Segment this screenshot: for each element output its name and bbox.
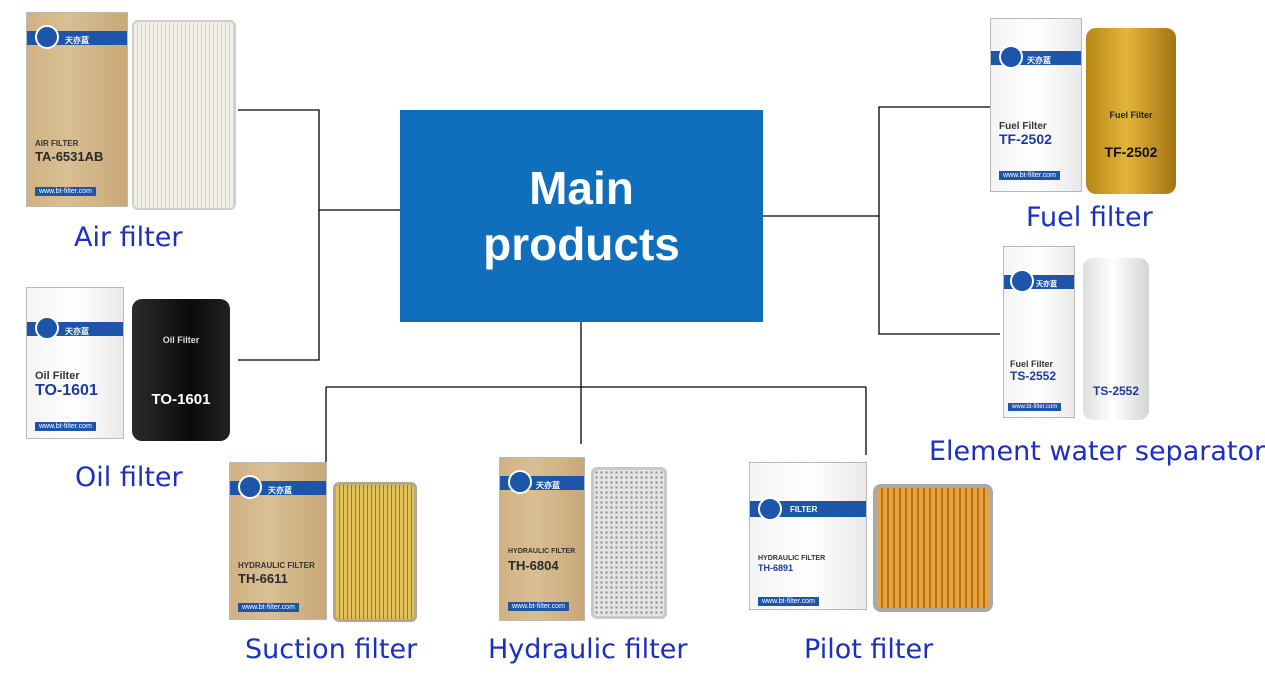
air-filter-box: 天亦蓝 AIR FILTER TA-6531AB www.bt-filter.c… [26, 12, 128, 207]
air-filter-element [132, 20, 236, 210]
hydraulic-filter-element [591, 467, 667, 619]
brand-logo-icon [508, 470, 532, 494]
main-products-box: Main products [400, 110, 763, 322]
brand-logo-icon [35, 316, 59, 340]
water-separator-box: 天亦蓝 Fuel Filter TS-2552 www.bt-filter.co… [1003, 246, 1075, 418]
brand-logo-icon [999, 45, 1023, 69]
pilot-filter-element [873, 484, 993, 612]
label-fuel-filter: Fuel filter [1026, 202, 1153, 233]
label-suction-filter: Suction filter [245, 634, 418, 665]
brand-logo-icon [758, 497, 782, 521]
connector-right-branch [878, 106, 1000, 335]
label-oil-filter: Oil filter [75, 462, 183, 493]
brand-logo-icon [35, 25, 59, 49]
hydraulic-filter-box: 天亦蓝 HYDRAULIC FILTER TH-6804 www.bt-filt… [499, 457, 585, 621]
main-products-line2: products [483, 218, 680, 270]
oil-filter-element: Oil Filter TO-1601 [132, 299, 230, 441]
label-hydraulic-filter: Hydraulic filter [488, 634, 688, 665]
brand-logo-icon [1010, 269, 1034, 293]
label-pilot-filter: Pilot filter [804, 634, 934, 665]
fuel-filter-element: Fuel Filter TF-2502 [1086, 28, 1176, 194]
suction-filter-box: 天亦蓝 HYDRAULIC FILTER TH-6611 www.bt-filt… [229, 462, 327, 620]
oil-filter-box: 天亦蓝 Oil Filter TO-1601 www.bt-filter.com [26, 287, 124, 439]
water-separator-element: TS-2552 [1083, 258, 1149, 420]
connector-left-air [238, 109, 320, 361]
main-products-line1: Main [529, 162, 634, 214]
pilot-filter-box: FILTER HYDRAULIC FILTER TH-6891 www.bt-f… [749, 462, 867, 610]
fuel-filter-box: 天亦蓝 Fuel Filter TF-2502 www.bt-filter.co… [990, 18, 1082, 192]
label-air-filter: Air filter [74, 222, 183, 253]
label-water-separator: Element water separator [929, 436, 1265, 467]
brand-logo-icon [238, 475, 262, 499]
suction-filter-element [333, 482, 417, 622]
